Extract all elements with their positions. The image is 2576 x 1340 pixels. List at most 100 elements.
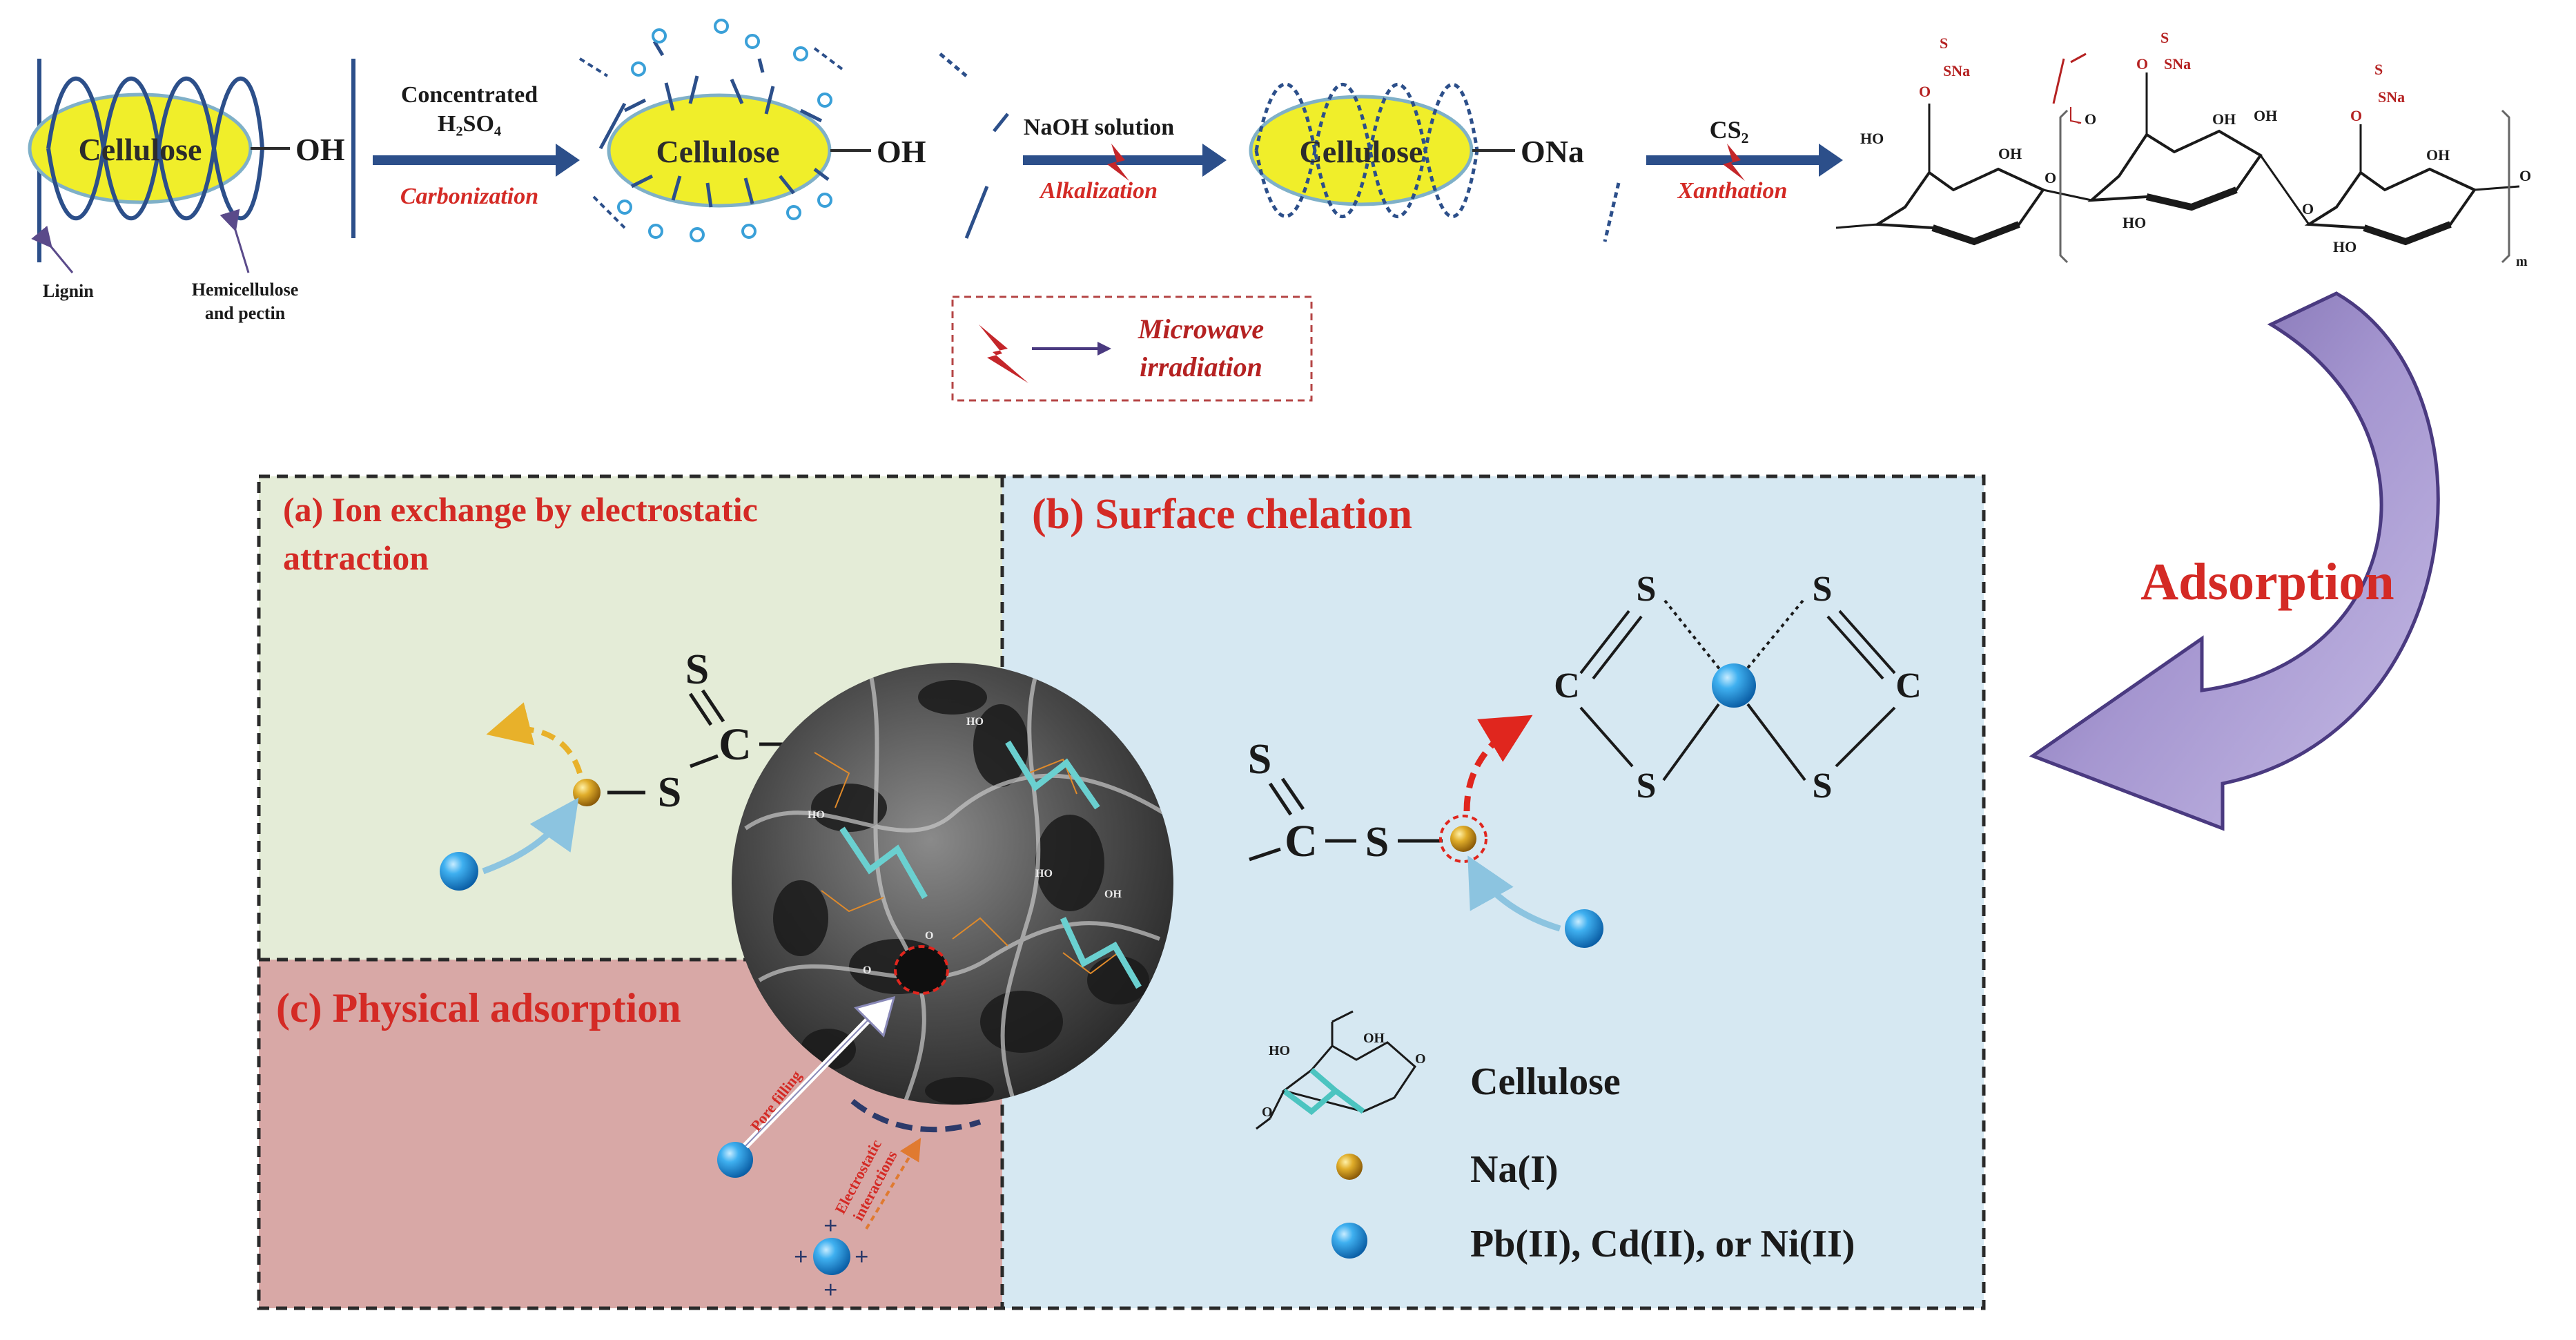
microwave-legend: Microwave irradiation bbox=[951, 295, 1313, 402]
ch-c-1: C bbox=[1554, 666, 1580, 706]
b-na-highlight bbox=[1439, 815, 1487, 863]
legend-na-icon bbox=[1336, 1154, 1363, 1180]
step1-sub: Carbonization bbox=[400, 184, 538, 209]
fragment-lines bbox=[623, 40, 830, 208]
xanthate-structure: O SNa S O SNa S O SNa S HO OH HO OH OH H… bbox=[1835, 29, 2531, 269]
step1-line2: H₂SO₄ bbox=[438, 111, 501, 137]
oh-label-2: OH bbox=[877, 134, 926, 169]
microwave-legend-bolt bbox=[979, 324, 1028, 383]
plus-left: + bbox=[794, 1243, 808, 1270]
ring-3 bbox=[2304, 167, 2477, 244]
bracket-right bbox=[2501, 109, 2510, 264]
oh-label-1: OH bbox=[295, 132, 345, 167]
fragment-slash bbox=[598, 102, 627, 150]
ch-s-2: S bbox=[1813, 570, 1833, 609]
step1-line1: Concentrated bbox=[401, 82, 538, 108]
panel-a-title-1: (a) Ion exchange by electrostatic bbox=[283, 490, 758, 529]
step1-arrow-head bbox=[556, 144, 580, 177]
separator-fragments-1 bbox=[939, 52, 1009, 239]
adsorption-arrow: Adsorption bbox=[2029, 291, 2440, 831]
struct-sna-2: SNa bbox=[2164, 55, 2191, 72]
adsorption-arrow-shape bbox=[2029, 291, 2440, 831]
microwave-line2: irradiation bbox=[1140, 351, 1262, 382]
panel-a-title-2: attraction bbox=[283, 538, 429, 577]
b-na-release-arrow bbox=[1463, 715, 1533, 812]
legend-na: Na(I) bbox=[1470, 1148, 1559, 1191]
a-s-side: S bbox=[658, 769, 681, 816]
step-alkalization: NaOH solution Alkalization bbox=[1023, 115, 1227, 204]
hemicellulose-wave-2 bbox=[46, 76, 264, 221]
hemi-text-2: and pectin bbox=[205, 303, 286, 323]
dashed-fragments bbox=[578, 47, 843, 229]
ion-exchange-chem: S C S bbox=[440, 646, 801, 891]
struct-o-1: O bbox=[1919, 83, 1931, 100]
b-s-side: S bbox=[1365, 819, 1389, 866]
struct-o-link-4: O bbox=[2519, 167, 2531, 184]
hemi-text-1: Hemicellulose bbox=[192, 280, 299, 300]
c-metal-ion bbox=[717, 1142, 753, 1178]
dashed-wave-2 bbox=[1254, 82, 1479, 219]
struct-s-3: S bbox=[2374, 61, 2383, 78]
step3-top: CS₂ bbox=[1710, 116, 1749, 144]
step3-arrow-head bbox=[1819, 144, 1843, 177]
b-na-ion bbox=[1450, 826, 1476, 852]
a-metal-approach-arrow bbox=[482, 797, 579, 875]
struct-s-1: S bbox=[1940, 35, 1948, 52]
struct-sna-1: SNa bbox=[1943, 62, 1970, 79]
svg-text:OH: OH bbox=[1104, 889, 1122, 900]
struct-m: m bbox=[2516, 254, 2528, 269]
dashed-wave-1 bbox=[1254, 82, 1479, 219]
a-c: C bbox=[719, 719, 752, 770]
plus-top: + bbox=[823, 1212, 838, 1239]
struct-o-link-2: O bbox=[2085, 110, 2096, 128]
cellulose-label-3: Cellulose bbox=[1300, 134, 1423, 169]
chelate-complex: S S C C S S bbox=[1554, 570, 1922, 806]
svg-text:HO: HO bbox=[1269, 1043, 1290, 1058]
sem-sphere bbox=[732, 663, 1173, 1105]
struct-oh-2: OH bbox=[2212, 110, 2236, 128]
panel-b-title: (b) Surface chelation bbox=[1032, 491, 1412, 538]
ring-1 bbox=[1873, 167, 2046, 244]
mechanism-panels: (a) Ion exchange by electrostatic attrac… bbox=[257, 474, 1986, 1310]
electrostatic-arrow bbox=[865, 1138, 921, 1230]
svg-text:O: O bbox=[863, 964, 871, 976]
step-carbonization: Concentrated H₂SO₄ Carbonization bbox=[373, 82, 580, 209]
svg-text:HO: HO bbox=[1035, 868, 1053, 880]
c-charged-metal bbox=[813, 1238, 850, 1275]
microwave-legend-box bbox=[951, 295, 1313, 402]
legend-metal-icon bbox=[1331, 1223, 1367, 1259]
panel-c-title: (c) Physical adsorption bbox=[276, 985, 681, 1031]
struct-o-3: O bbox=[2350, 107, 2362, 124]
plus-bottom: + bbox=[823, 1276, 838, 1303]
b-c: C bbox=[1285, 816, 1318, 866]
ch-s-3: S bbox=[1637, 766, 1657, 806]
b-metal-ion bbox=[1565, 909, 1603, 948]
legend-metals: Pb(II), Cd(II), or Ni(II) bbox=[1470, 1223, 1855, 1265]
lignin-pointer bbox=[31, 225, 74, 273]
b-metal-approach-arrow bbox=[1467, 855, 1561, 932]
struct-s-2: S bbox=[2160, 29, 2169, 46]
legend: HO OH O O Cellulose Na(I) Pb(II), Cd(II)… bbox=[1256, 1010, 1855, 1265]
separator-fragment-2 bbox=[1603, 182, 1621, 242]
cellulose-label-1: Cellulose bbox=[79, 132, 202, 167]
legend-cellulose-icon: HO OH O O bbox=[1256, 1010, 1426, 1130]
top-process-row: Cellulose OH Lignin Hemicellulose and pe… bbox=[28, 19, 2531, 402]
sem-pore-highlight bbox=[894, 945, 949, 995]
struct-ho-2: HO bbox=[2123, 214, 2146, 231]
cellulose-ellipse-2 bbox=[607, 93, 832, 208]
struct-ho-1: HO bbox=[1860, 130, 1884, 147]
a-na-release-arrow bbox=[486, 702, 583, 775]
ch-metal-ion bbox=[1712, 663, 1756, 708]
a-metal-ion bbox=[440, 852, 478, 891]
ring-1-bold bbox=[1931, 221, 2020, 246]
ring-3-bold bbox=[2363, 221, 2452, 246]
legend-cellulose: Cellulose bbox=[1470, 1060, 1621, 1103]
cellulose-label-2: Cellulose bbox=[656, 134, 780, 169]
ring-2-bold bbox=[2145, 186, 2238, 211]
step2-arrow-head bbox=[1202, 144, 1227, 177]
svg-text:HO: HO bbox=[966, 716, 984, 728]
surface-xanthate: S C S bbox=[1248, 715, 1603, 948]
struct-ho-3: HO bbox=[2333, 238, 2357, 255]
